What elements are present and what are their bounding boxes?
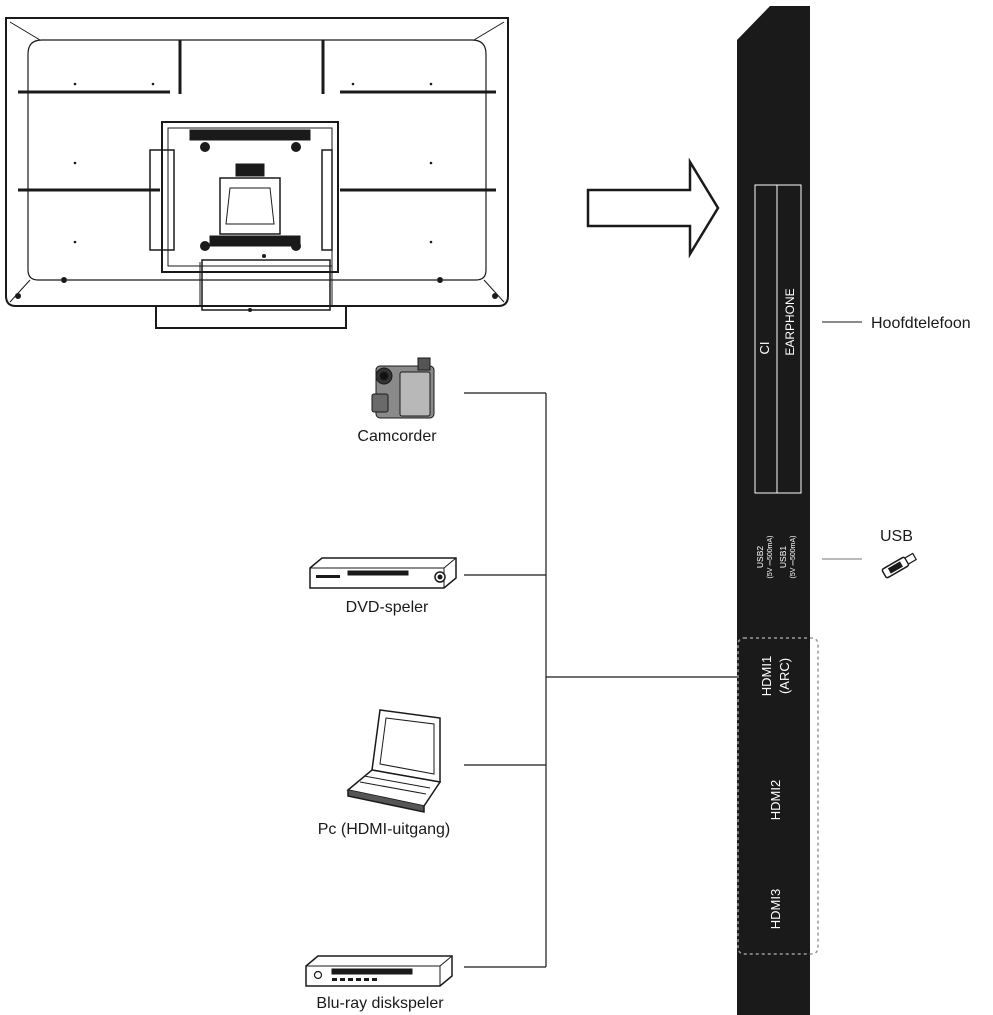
- camcorder-icon: [371, 357, 435, 419]
- usb-stick-icon: [881, 552, 918, 579]
- connector-panel: [737, 6, 810, 1015]
- usb2-spec-label: (5V ⎓500mA): [767, 536, 774, 579]
- bluray-label: Blu-ray diskspeler: [316, 995, 444, 1012]
- earphone-port-label: EARPHONE: [783, 288, 797, 355]
- ci-slot: [754, 184, 802, 494]
- hdmi1-arc-label: (ARC): [777, 658, 792, 694]
- hdmi3-port-label: HDMI3: [768, 889, 783, 929]
- dvd-player-icon: [309, 557, 457, 589]
- usb1-spec-label: (5V ⎓500mA): [790, 536, 797, 579]
- dvd-label: DVD-speler: [346, 599, 429, 616]
- bluray-player-icon: [305, 955, 453, 987]
- laptop-icon: [346, 709, 442, 813]
- usb1-port-label: USB1: [778, 546, 788, 568]
- arrow-right-icon: [586, 157, 720, 259]
- usb-ports: USB2 (5V ⎓500mA) USB1 (5V ⎓500mA): [755, 536, 797, 579]
- headphone-label: Hoofdtelefoon: [871, 315, 971, 332]
- hdmi1-port-label: HDMI1: [759, 656, 774, 696]
- hdmi2-port-label: HDMI2: [768, 780, 783, 820]
- tv-back-icon: [5, 17, 509, 329]
- ci-port-label: CI: [757, 342, 772, 355]
- usb-label: USB: [880, 528, 913, 545]
- pc-label: Pc (HDMI-uitgang): [318, 821, 450, 838]
- hdmi-port-group: [737, 637, 819, 955]
- camcorder-label: Camcorder: [357, 428, 437, 445]
- hdmi-cable-lines: [464, 392, 737, 968]
- usb2-port-label: USB2: [755, 546, 765, 568]
